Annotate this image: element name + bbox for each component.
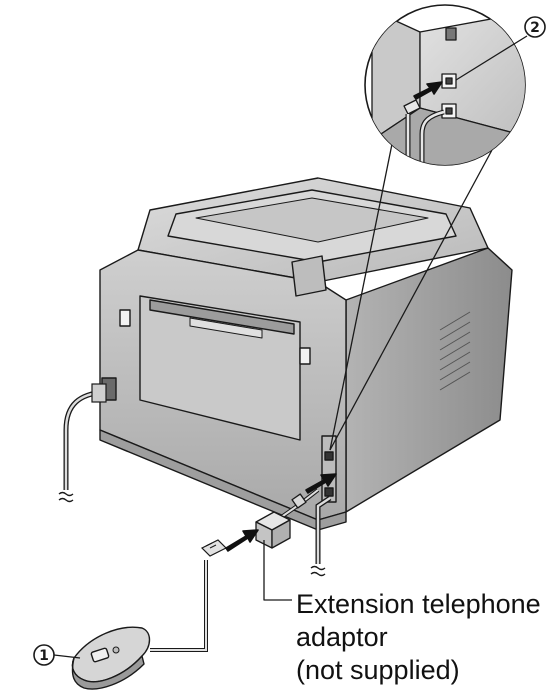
- callout-1-number: 1: [39, 648, 49, 664]
- caption-line-2: adaptor: [296, 621, 541, 654]
- insert-arrow-adaptor: [226, 530, 258, 551]
- adaptor-caption: Extension telephone adaptor (not supplie…: [296, 588, 541, 687]
- zoom-detail: [365, 5, 540, 180]
- machine: [100, 178, 512, 530]
- machine-right-side: [346, 248, 512, 512]
- lid-hinge: [292, 256, 326, 296]
- callout-2-number: 2: [530, 20, 540, 36]
- caption-line-3: (not supplied): [296, 654, 541, 687]
- power-cord: [59, 384, 106, 502]
- extension-telephone: [72, 627, 149, 689]
- callout-2: 2: [525, 17, 545, 37]
- adaptor-leader-line: [264, 540, 292, 600]
- caption-line-1: Extension telephone: [296, 588, 541, 621]
- extension-phone-cord: [150, 540, 226, 650]
